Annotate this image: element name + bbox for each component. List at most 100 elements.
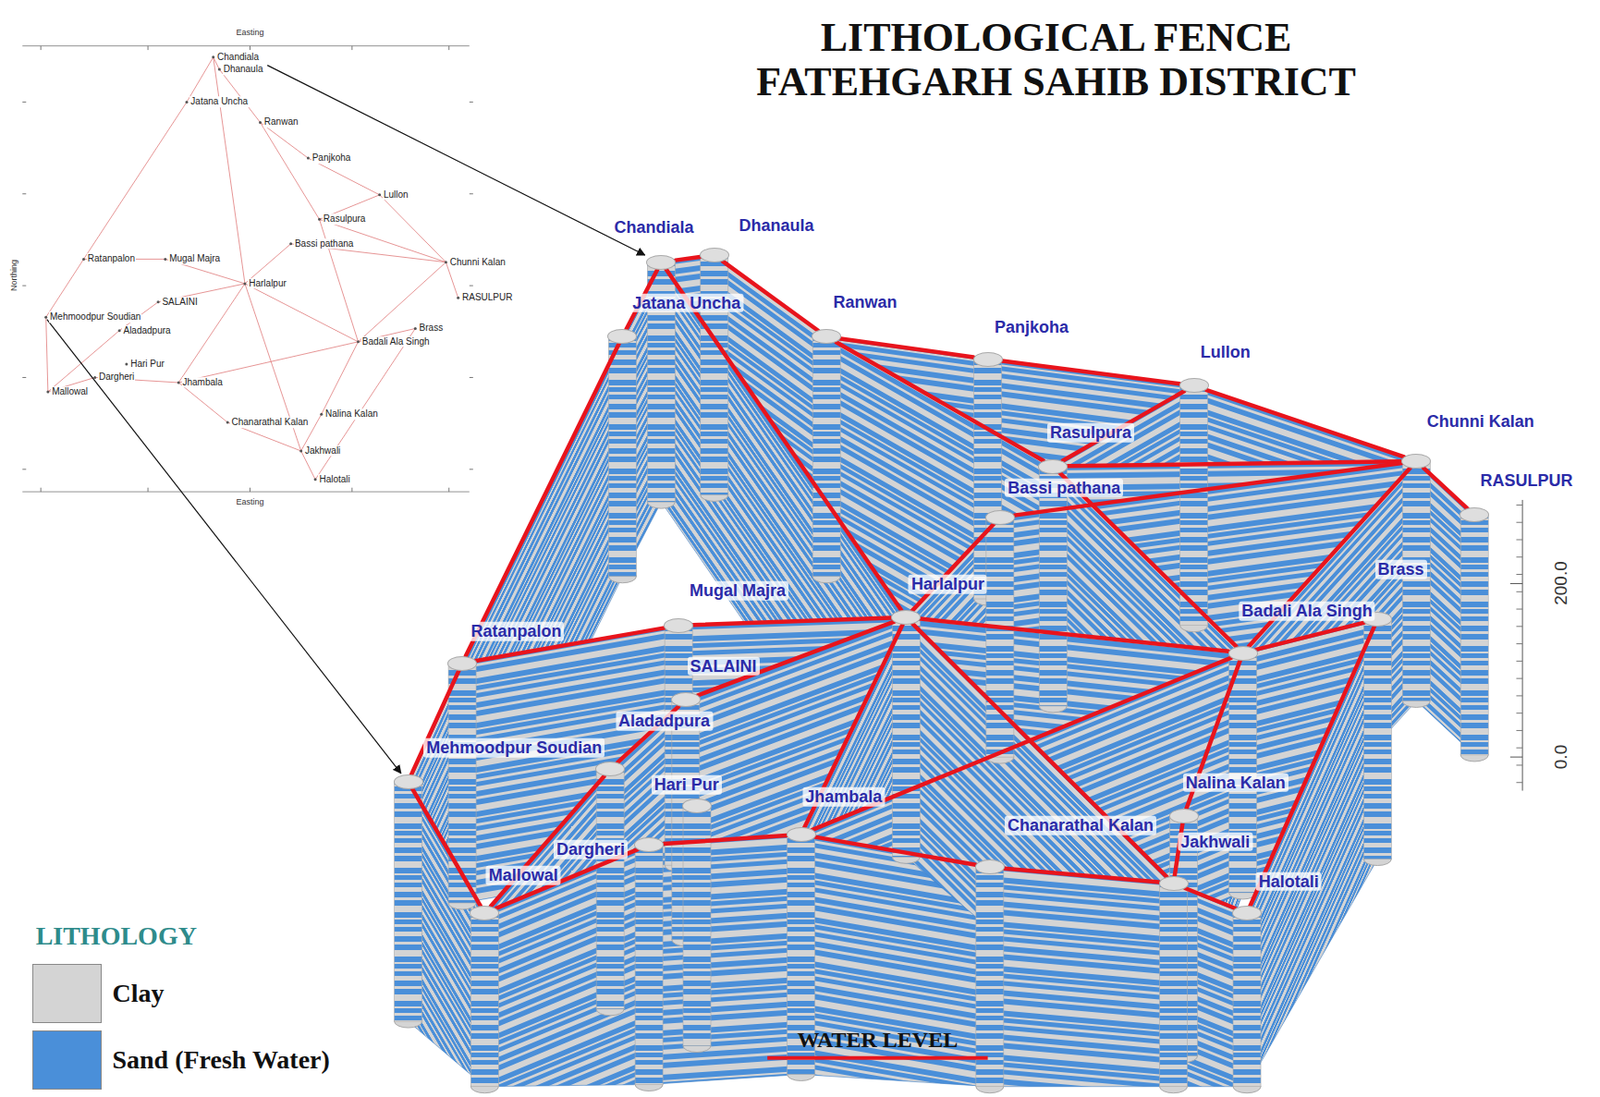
well-name: SALAINI [687, 656, 760, 676]
well-column-top: Dhanaula [699, 247, 730, 263]
inset-well-name: Chandiala [216, 51, 260, 63]
inset-well-name: Jakhwali [304, 445, 342, 457]
inset-line [46, 317, 49, 392]
well-columns [394, 255, 1490, 1094]
inset-line [315, 328, 416, 479]
inset-line [379, 195, 447, 263]
well-column [1460, 514, 1489, 755]
water-level-line [412, 788, 481, 906]
well-name: Halotali [1256, 871, 1322, 892]
water-level-line [1423, 467, 1468, 509]
inset-well-name: Mallowal [50, 386, 89, 398]
inset-well-name: Ratanpalon [86, 254, 136, 266]
inset-well-name: Jhambala [182, 377, 224, 389]
well-name: Mugal Majra [686, 581, 789, 601]
well-name: Badali Ala Singh [1238, 601, 1375, 622]
inset-line [260, 122, 309, 159]
inset-well-name: RASULPUR [461, 293, 513, 305]
well-column [812, 336, 841, 576]
inset-well-name: Dargheri [97, 372, 135, 384]
well-column [596, 769, 624, 1009]
well-name: Dargheri [553, 840, 628, 860]
well-name: Ratanpalon [467, 622, 564, 642]
well-column-top: Ratanpalon [447, 656, 477, 672]
well-column [470, 913, 499, 1088]
well-name: Aladadpura [615, 711, 713, 732]
well-name: Chanarathal Kalan [1004, 816, 1157, 836]
inset-well-name: Jatana Uncha [189, 97, 249, 109]
well-column [635, 844, 663, 1085]
well-column-top: RASULPUR [1459, 507, 1490, 523]
well-column-top: Chunni Kalan [1401, 453, 1431, 469]
legend-line-sample [767, 1056, 988, 1061]
well-name: Ranwan [830, 292, 901, 312]
well-column [1180, 385, 1209, 625]
water-level-line [1256, 622, 1365, 650]
well-column-top: Mehmoodpur Soudian [393, 774, 424, 790]
axis-label: Easting [235, 27, 264, 37]
well-name: Jhambala [802, 787, 885, 807]
legend-heading: LITHOLOGY [36, 921, 197, 952]
well-column-top: Jatana Uncha [607, 329, 637, 344]
inset-well-name: SALAINI [160, 296, 198, 308]
water-level-line [920, 619, 1229, 652]
well-column-top: Mugal Majra [663, 618, 694, 634]
inset-line [213, 57, 245, 284]
well-name: Dhanaula [735, 216, 817, 236]
water-level-line [1184, 888, 1236, 909]
well-name: Mallowal [486, 866, 562, 886]
well-name: RASULPUR [1477, 471, 1576, 491]
diagram-title: LITHOLOGICAL FENCE FATEHGARH SAHIB DISTR… [723, 15, 1390, 106]
well-column-top: Dargheri [634, 837, 664, 853]
well-column [608, 336, 636, 576]
well-name: Chandiala [611, 218, 697, 238]
inset-map [22, 46, 474, 492]
legend-swatch [32, 1030, 102, 1090]
well-name: Jatana Uncha [629, 293, 744, 313]
water-level-line [411, 670, 459, 774]
well-column-top: SALAINI [671, 692, 701, 708]
water-level-line [1206, 390, 1405, 458]
water-level-line [1250, 626, 1375, 906]
water-level-line [675, 256, 701, 261]
fence-panel [989, 867, 1174, 1087]
inset-line [84, 101, 187, 259]
inset-well-name: Bassi pathana [293, 238, 355, 250]
well-name: Nalina Kalan [1183, 772, 1289, 793]
water-level-line [836, 341, 1044, 461]
inset-well-name: Nalina Kalan [324, 408, 379, 420]
well-name: Panjkoha [991, 317, 1072, 338]
well-column-top: Aladadpura [595, 761, 625, 777]
inset-line [244, 283, 359, 342]
inset-line [307, 158, 379, 196]
well-column-top: Halotali [1232, 905, 1262, 921]
well-column [891, 617, 920, 857]
well-column [448, 663, 477, 904]
well-column [1363, 619, 1392, 859]
inset-line [178, 382, 228, 423]
inset-well-name: Rasulpura [322, 214, 367, 226]
well-name: Mehmoodpur Soudian [423, 738, 605, 758]
well-column [1038, 466, 1067, 707]
well-name: Chunni Kalan [1424, 411, 1538, 431]
well-column [700, 255, 729, 495]
inset-well-name: Lullon [382, 189, 410, 201]
water-level-line [666, 268, 903, 611]
well-column-top: Jhambala [786, 827, 817, 843]
water-level-line [912, 524, 994, 611]
well-column-top: Chandiala [646, 255, 676, 270]
well-column-top: Panjkoha [973, 352, 1003, 367]
inset-line [260, 122, 320, 220]
well-name: Harlalpur [908, 574, 988, 595]
fence-panel [1246, 619, 1378, 1088]
legend-swatch [32, 964, 102, 1024]
water-level-line [815, 837, 977, 866]
well-name: Rasulpura [1047, 423, 1135, 443]
well-name: Hari Pur [651, 774, 722, 794]
well-column-top: Hari Pur [682, 798, 712, 814]
inset-well-name: Ranwan [263, 117, 300, 129]
inset-well-name: Mugal Majra [168, 254, 221, 266]
inset-well-name: Hari Pur [129, 358, 166, 370]
inset-well-name: Panjkoha [311, 152, 353, 164]
well-column [394, 781, 423, 1022]
